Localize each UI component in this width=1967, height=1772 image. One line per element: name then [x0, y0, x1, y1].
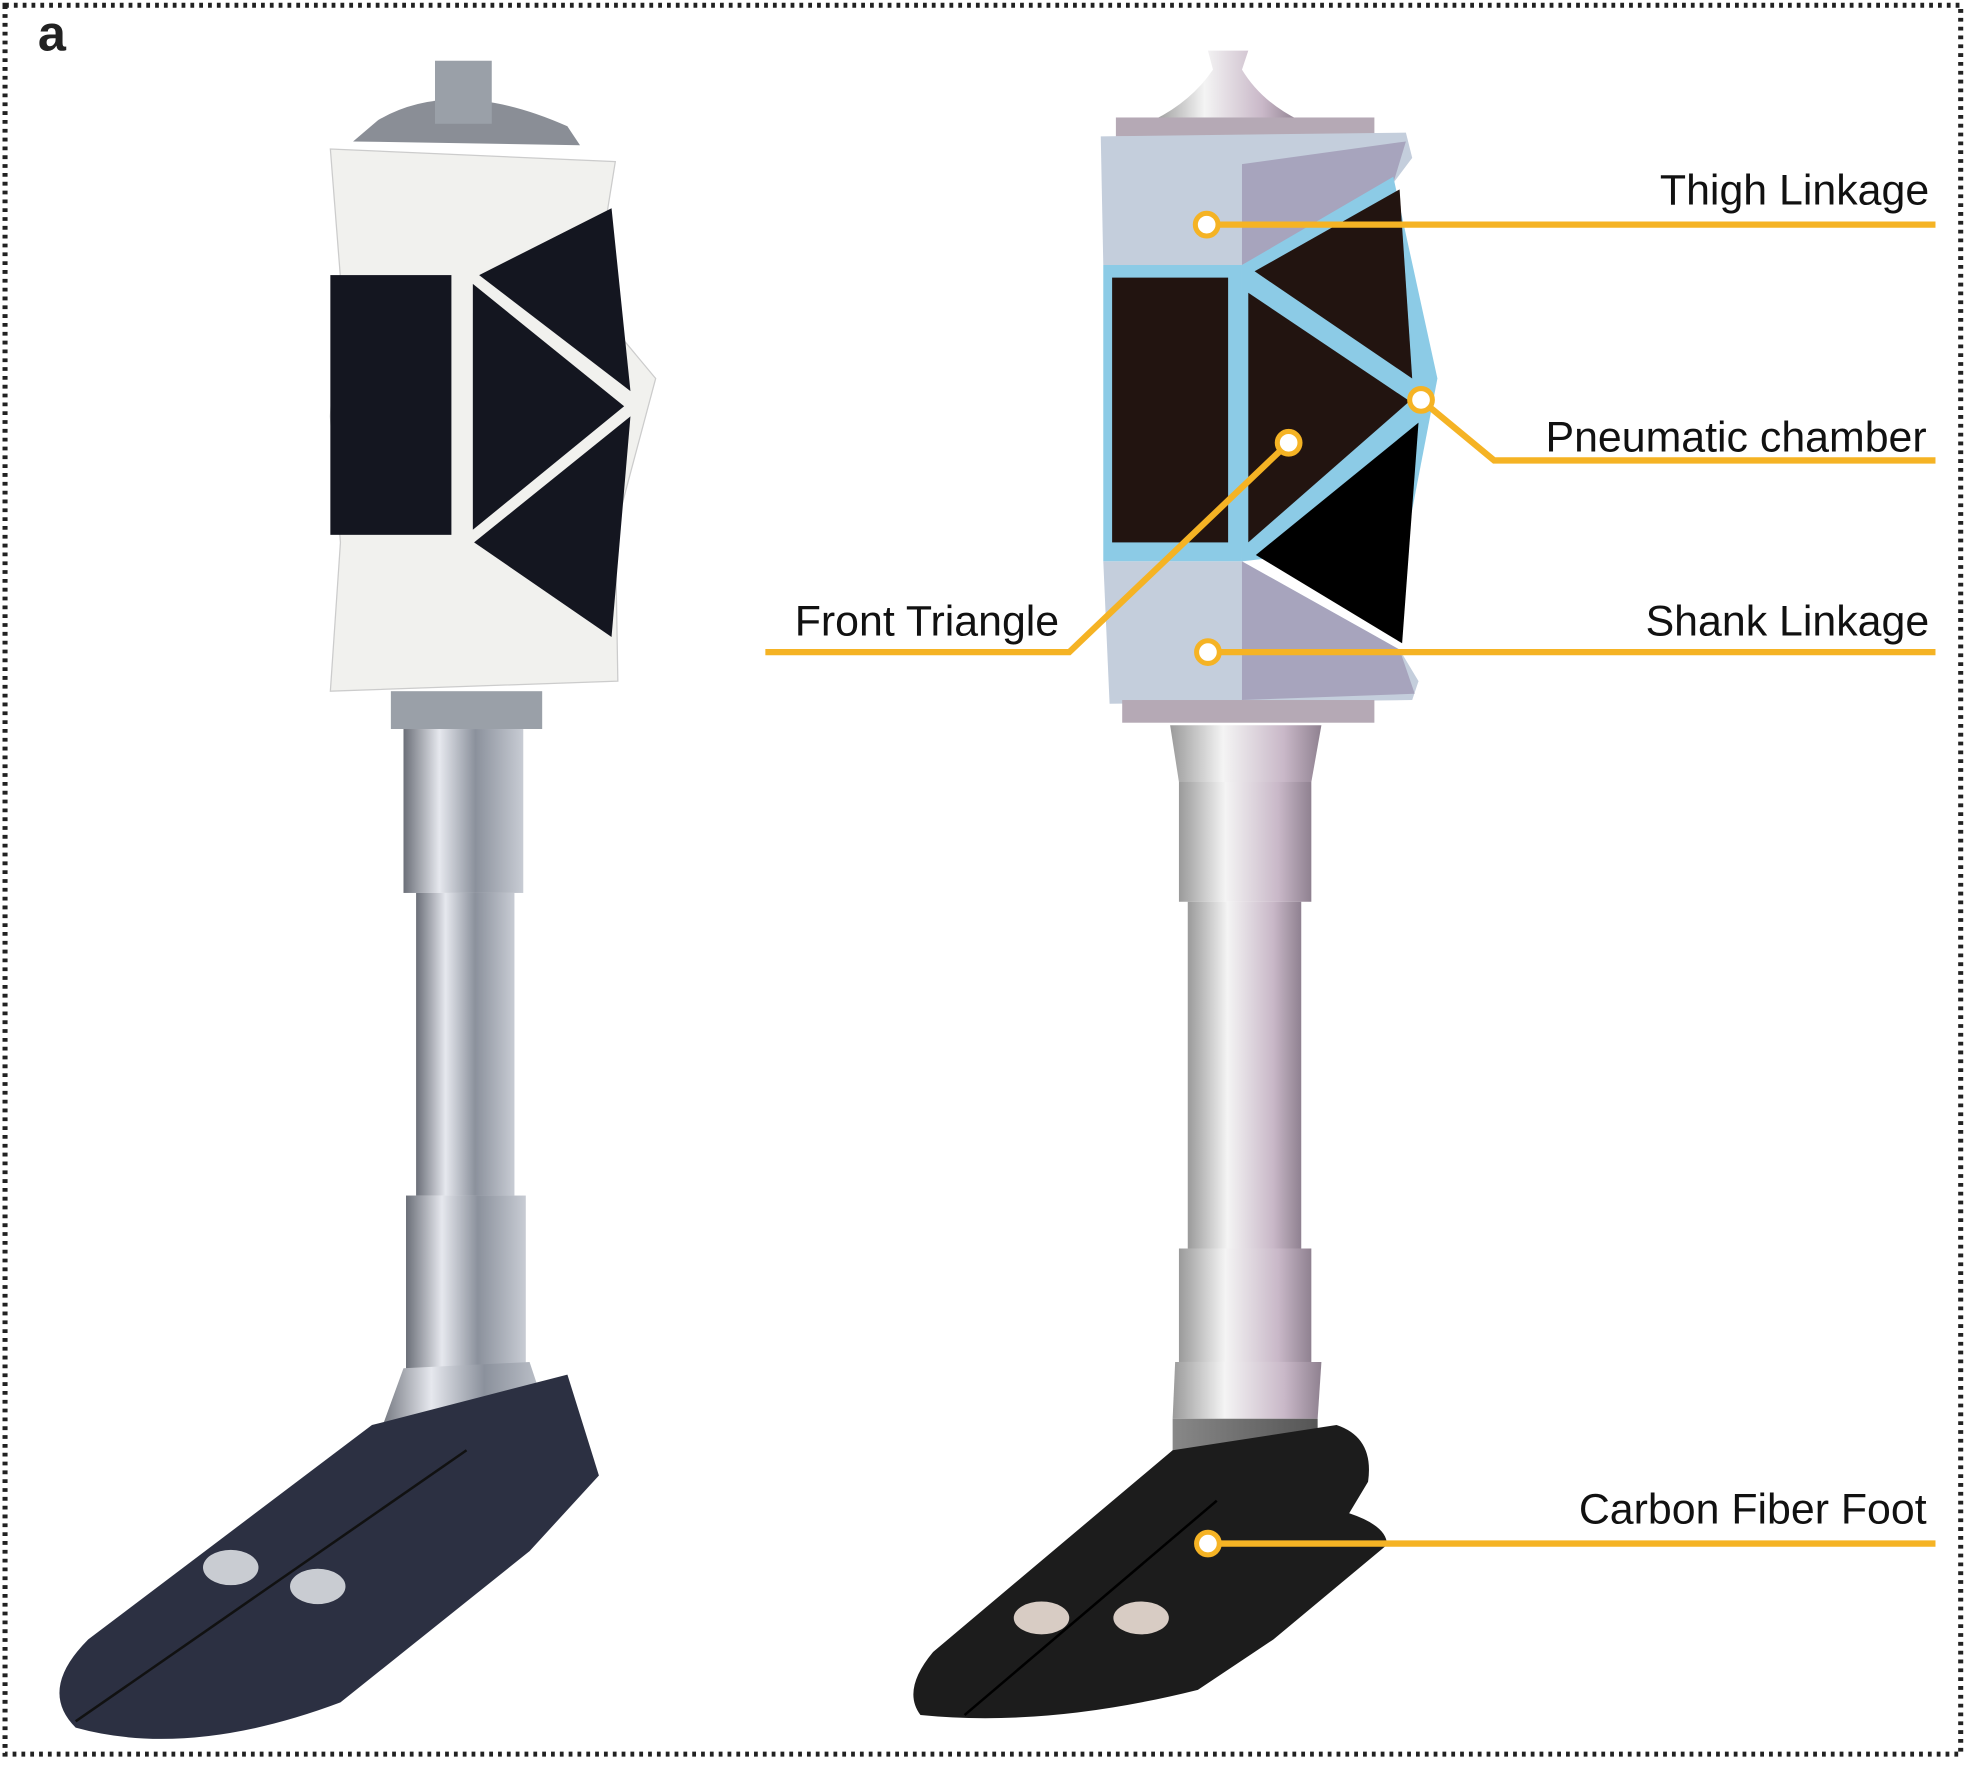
label-thigh-linkage: Thigh Linkage [1660, 166, 1929, 214]
cad-rendering [913, 50, 1438, 1719]
callout-dot [1274, 428, 1303, 457]
label-carbon-fiber-foot: Carbon Fiber Foot [1579, 1485, 1927, 1533]
callout-shank-linkage: Shank Linkage [1194, 598, 1936, 666]
label-front-triangle: Front Triangle [795, 598, 1059, 646]
callout-thigh-linkage: Thigh Linkage [1192, 166, 1936, 239]
label-pneumatic-chamber: Pneumatic chamber [1545, 414, 1926, 462]
callout-carbon-fiber-foot: Carbon Fiber Foot [1194, 1485, 1936, 1558]
carbon-fiber-foot-part [913, 1425, 1387, 1719]
callout-pneumatic-chamber: Pneumatic chamber [1407, 386, 1936, 464]
pneumatic-chamber-part [1112, 277, 1229, 543]
front-triangle-part [1248, 292, 1410, 543]
callout-dot [1194, 638, 1222, 666]
panel-label: a [38, 5, 67, 62]
callout-dot [1194, 1529, 1222, 1558]
prototype-photo [59, 60, 657, 1739]
label-shank-linkage: Shank Linkage [1646, 598, 1930, 646]
callout-front-triangle: Front Triangle [765, 428, 1303, 656]
callout-dot [1192, 210, 1221, 239]
callout-dot [1407, 386, 1435, 414]
